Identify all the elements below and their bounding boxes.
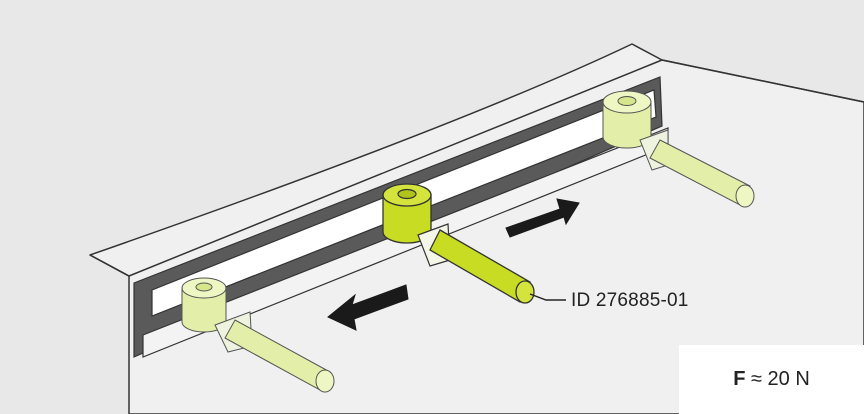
gauge-ghost-left [181,277,335,393]
force-symbol: F [733,368,746,390]
machine-panel-front [89,43,864,414]
force-info-box: F ≈ 20 N [679,345,864,414]
force-value: F ≈ 20 N [733,368,810,391]
machine-panel-top-edge [89,59,663,277]
arrow-left-icon [327,284,409,331]
callout-leader-line [529,293,566,301]
gauge-active [382,183,535,304]
machine-panel-right-edge [661,59,864,103]
force-relation: ≈ [750,368,762,390]
arrow-right-icon [505,198,580,238]
part-id-label: ID 276885-01 [571,290,689,311]
force-magnitude: 20 N [767,368,810,390]
gauge-ghost-right [602,90,755,208]
